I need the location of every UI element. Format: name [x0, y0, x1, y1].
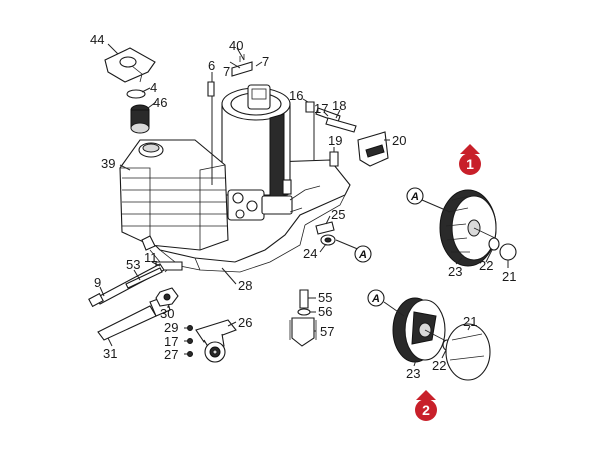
label-19: 19 [328, 133, 342, 148]
label-55: 55 [318, 290, 332, 305]
marker-2-arrow: 2 [415, 390, 437, 421]
label-30: 30 [160, 306, 174, 321]
label-28: 28 [238, 278, 252, 293]
label-39: 39 [101, 156, 115, 171]
label-57: 57 [320, 324, 334, 339]
main-unit [119, 84, 351, 273]
label-53: 53 [126, 257, 140, 272]
label-29: 29 [164, 320, 178, 335]
boiler-connector [247, 84, 271, 110]
label-6: 6 [208, 58, 215, 73]
label-56: 56 [318, 304, 332, 319]
label-25: 25 [331, 207, 345, 222]
label-7a: 7 [223, 64, 230, 79]
part-26-caster [195, 319, 237, 363]
label-22a: 22 [479, 258, 493, 273]
part-29-washer [187, 325, 193, 331]
label-7b: 7 [262, 54, 269, 69]
pump-assembly [227, 179, 321, 221]
part-44-tank-lid [104, 47, 156, 83]
marker-1-arrow: 1 [459, 144, 481, 175]
wheel-2-assembly [392, 297, 491, 381]
label-23b: 23 [406, 366, 420, 381]
label-27: 27 [164, 347, 178, 362]
label-21a: 21 [502, 269, 516, 284]
water-tank [119, 139, 229, 251]
label-20: 20 [392, 133, 406, 148]
label-9: 9 [94, 275, 101, 290]
part-56-washer [297, 308, 311, 316]
part-19-bolt [329, 151, 339, 167]
wheel-1-assembly [439, 189, 517, 267]
label-44: 44 [90, 32, 104, 47]
part-27-nut [187, 351, 193, 357]
label-46: 46 [153, 95, 167, 110]
label-17a: 17 [314, 101, 328, 116]
svg-text:A: A [358, 249, 367, 261]
callout-a-wheel-2: A [367, 289, 385, 307]
svg-text:1: 1 [466, 156, 474, 172]
part-40-valve [231, 61, 253, 77]
part-6-fitting [207, 81, 215, 97]
part-16-bolt [305, 101, 315, 113]
svg-text:A: A [371, 293, 380, 305]
part-46-filter [130, 104, 150, 134]
label-11: 11 [144, 250, 158, 265]
label-22b: 22 [432, 358, 446, 373]
label-16: 16 [289, 88, 303, 103]
label-40: 40 [229, 38, 243, 53]
part-55-bolt [299, 289, 309, 309]
label-23a: 23 [448, 264, 462, 279]
part-20-bracket [357, 131, 389, 167]
part-21-hubcap-b [445, 323, 491, 381]
part-57-clamp [291, 317, 315, 347]
part-18-screw [325, 117, 357, 133]
label-17b: 17 [164, 334, 178, 349]
svg-text:2: 2 [422, 402, 430, 418]
svg-text:A: A [410, 191, 419, 203]
label-31: 31 [103, 346, 117, 361]
part-22-washer-a [488, 237, 500, 251]
part-25-spacer [315, 221, 335, 235]
boiler-stripe [269, 113, 285, 201]
label-21b: 21 [463, 314, 477, 329]
part-53-pin [125, 267, 163, 289]
callout-a-wheel-1: A [406, 187, 424, 205]
part-labels: 44 40 7 7 6 4 46 16 17 18 19 20 39 25 24… [90, 32, 516, 381]
label-18: 18 [332, 98, 346, 113]
part-21-cap-a [499, 243, 517, 261]
label-4: 4 [150, 80, 157, 95]
leader-lines [99, 43, 509, 367]
callout-a-axle: A [354, 245, 372, 263]
label-24: 24 [303, 246, 317, 261]
label-26: 26 [238, 315, 252, 330]
part-17-screw-b [187, 338, 193, 344]
part-4-o-ring [126, 89, 146, 99]
